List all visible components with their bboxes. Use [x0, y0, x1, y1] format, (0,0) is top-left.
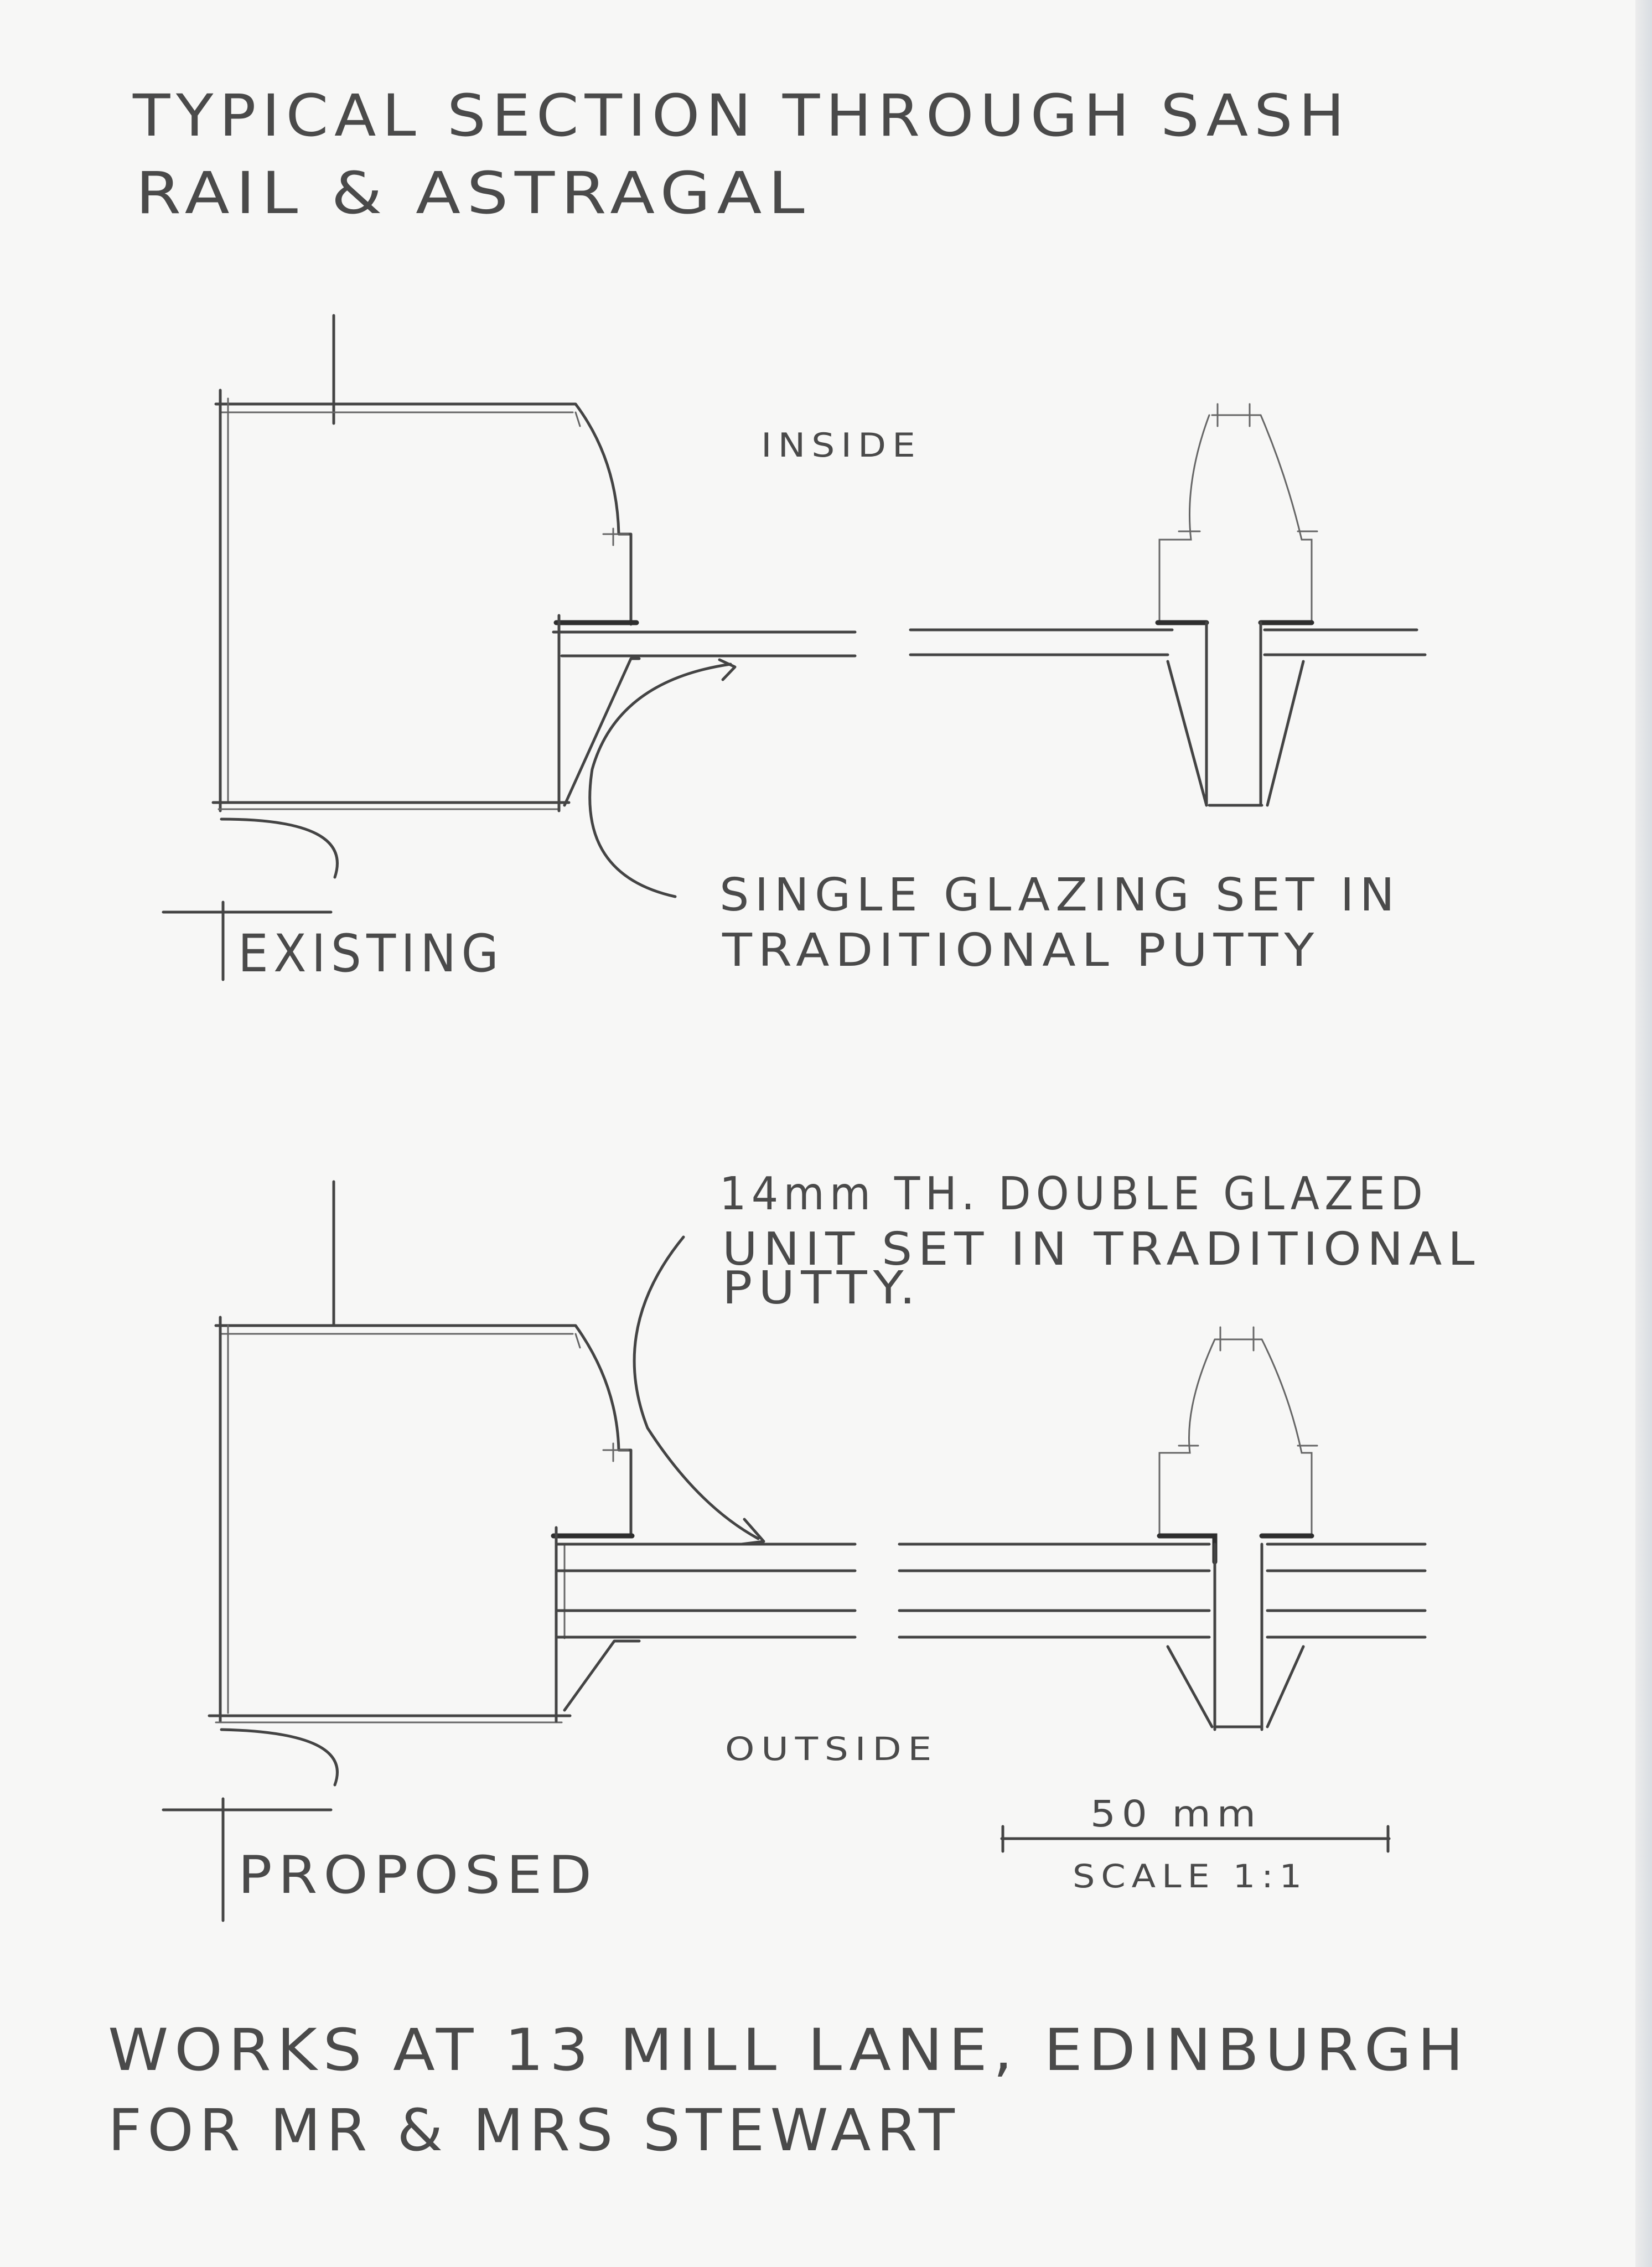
single-glazing-note-line-1: SINGLE GLAZING SET IN [719, 869, 1400, 922]
footer-line-2: FOR MR & MRS STEWART [108, 2097, 960, 2164]
single-glazing-note-line-2: TRADITIONAL PUTTY [722, 924, 1320, 977]
proposed-astragal [898, 1326, 1427, 1731]
scale-length-label: 50 mm [1090, 1793, 1262, 1835]
existing-rail-top [214, 402, 633, 626]
proposed-putty-fillet [563, 1639, 641, 1712]
proposed-rail-top [214, 1324, 633, 1538]
title-line-2: RAIL & ASTRAGAL [136, 159, 811, 227]
title-line-1: TYPICAL SECTION THROUGH SASH [132, 82, 1350, 149]
outside-label: OUTSIDE [725, 1730, 938, 1768]
double-glazing-note-line-1: 14mm TH. DOUBLE GLAZED [719, 1168, 1428, 1220]
single-glazing-leader [588, 662, 732, 898]
existing-label: EXISTING [238, 924, 504, 984]
paper-edge [1635, 0, 1652, 2267]
existing-putty-fillet [563, 657, 641, 807]
double-glazing-note-line-3: PUTTY. [722, 1262, 921, 1314]
existing-section [162, 314, 857, 981]
footer-line-1: WORKS AT 13 MILL LANE, EDINBURGH [108, 2016, 1469, 2084]
inside-label: INSIDE [761, 426, 921, 465]
existing-astragal [909, 403, 1427, 807]
scale-bar [1000, 1825, 1391, 1853]
scale-ratio-label: SCALE 1:1 [1073, 1857, 1308, 1895]
proposed-label: PROPOSED [238, 1845, 598, 1906]
double-glazing-leader [633, 1235, 760, 1540]
proposed-section [162, 1180, 857, 1922]
proposed-detail-hook [162, 1728, 339, 1811]
double-glazing-note-line-2: UNIT SET IN TRADITIONAL [722, 1223, 1480, 1276]
existing-detail-hook [162, 817, 339, 914]
